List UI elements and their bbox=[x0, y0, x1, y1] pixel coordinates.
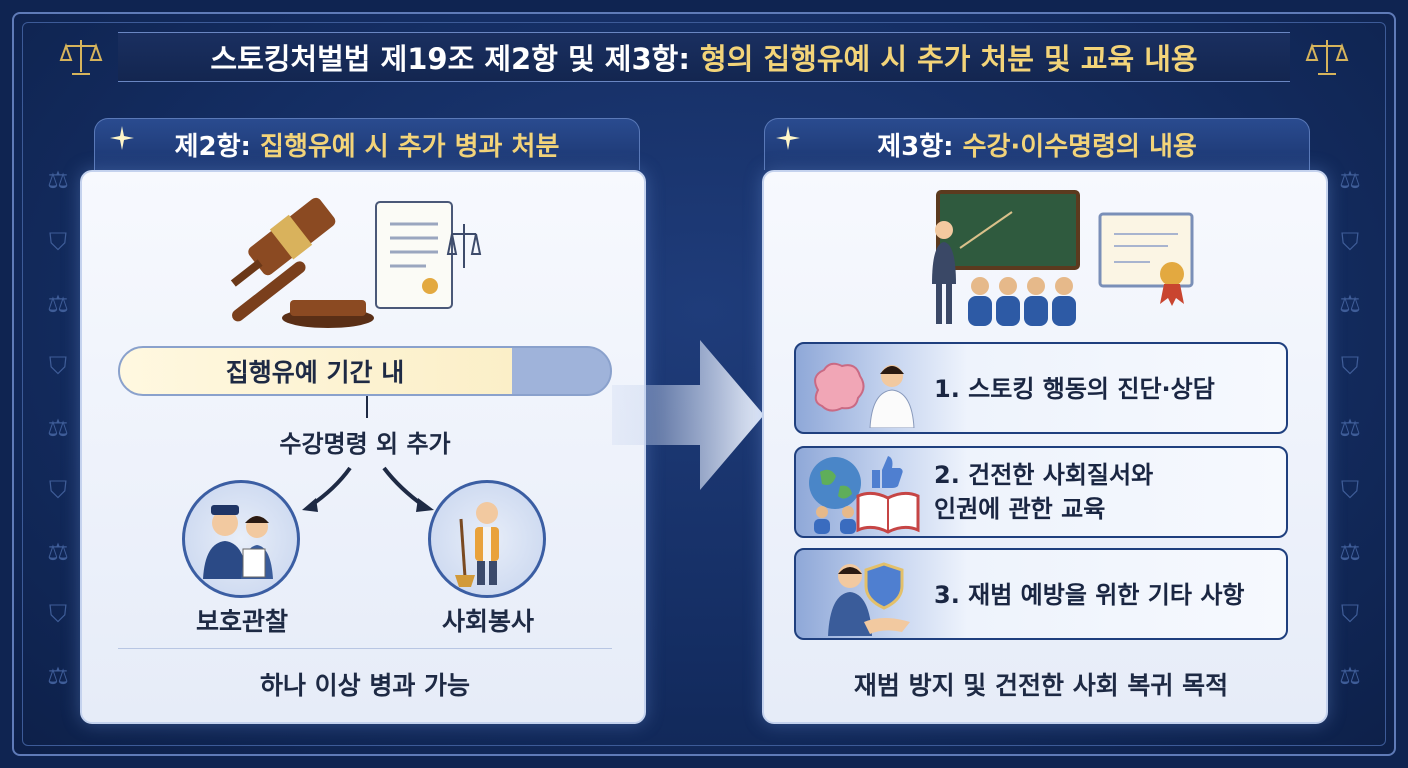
left-decoration: ⚖⛉⚖⛉⚖⛉⚖⛉⚖ bbox=[47, 166, 69, 690]
left-panel bbox=[80, 170, 646, 724]
right-panel-header: 제3항: 수강·이수명령의 내용 bbox=[764, 118, 1310, 170]
right-decoration: ⚖⛉⚖⛉⚖⛉⚖⛉⚖ bbox=[1339, 166, 1361, 690]
person-shield-icon bbox=[828, 562, 910, 636]
counselor-icon bbox=[869, 365, 915, 428]
globe-icon bbox=[809, 457, 861, 509]
thumbs-up-icon bbox=[872, 456, 903, 488]
scales-icon bbox=[1305, 40, 1349, 75]
right-header-title: 수강·이수명령의 내용 bbox=[962, 132, 1197, 162]
probation-circle bbox=[182, 480, 300, 598]
content-item-3: 3. 재범 예방을 위한 기타 사항 bbox=[794, 548, 1288, 640]
inner-frame bbox=[22, 22, 1386, 746]
scales-icon bbox=[59, 40, 103, 75]
book-icon bbox=[856, 491, 920, 534]
sparkle-icon bbox=[110, 126, 134, 150]
people-icon bbox=[814, 506, 856, 534]
certificate-icon bbox=[1098, 212, 1194, 306]
document-icon bbox=[375, 201, 482, 309]
community-service-icon bbox=[455, 502, 499, 587]
probation-label: 보호관찰 bbox=[195, 607, 288, 636]
arrow-icon bbox=[612, 340, 764, 490]
content-item-1: 1. 스토킹 행동의 진단·상담 bbox=[794, 342, 1288, 434]
item-2-text: 2. 건전한 사회질서와 인권에 관한 교육 bbox=[934, 458, 1276, 526]
connector-line bbox=[366, 396, 368, 418]
brain-icon bbox=[814, 362, 865, 412]
item-1-line1: 1. 스토킹 행동의 진단·상담 bbox=[934, 375, 1215, 403]
left-footer: 하나 이상 병과 가능 bbox=[259, 671, 471, 700]
left-header-prefix: 제2항: bbox=[174, 132, 251, 162]
gavel-icon bbox=[230, 197, 374, 328]
sparkle-icon bbox=[776, 126, 800, 150]
branch-arrows bbox=[302, 466, 434, 512]
title-part2: 형의 집행유예 시 추가 처분 및 교육 내용 bbox=[700, 42, 1198, 76]
period-label: 집행유예 기간 내 bbox=[225, 358, 405, 387]
item-1-text: 1. 스토킹 행동의 진단·상담 bbox=[934, 372, 1276, 406]
probation-officer-icon bbox=[203, 505, 273, 579]
community-service-circle bbox=[428, 480, 546, 598]
right-header-prefix: 제3항: bbox=[877, 132, 954, 162]
left-divider bbox=[118, 648, 612, 649]
right-footer: 재범 방지 및 건전한 사회 복귀 목적 bbox=[853, 671, 1229, 700]
left-header-title: 집행유예 시 추가 병과 처분 bbox=[260, 132, 560, 162]
title-part1: 스토킹처벌법 제19조 제2항 및 제3항: bbox=[210, 42, 690, 76]
title-bar: 스토킹처벌법 제19조 제2항 및 제3항: 형의 집행유예 시 추가 처분 및… bbox=[118, 32, 1290, 82]
period-bar: 집행유예 기간 내 bbox=[118, 346, 612, 396]
teacher-classroom-icon bbox=[932, 190, 1080, 326]
community-service-label: 사회봉사 bbox=[441, 607, 534, 636]
page-title: 스토킹처벌법 제19조 제2항 및 제3항: 형의 집행유예 시 추가 처분 및… bbox=[210, 36, 1197, 78]
item-3-line1: 3. 재범 예방을 위한 기타 사항 bbox=[934, 581, 1245, 609]
item-3-text: 3. 재범 예방을 위한 기타 사항 bbox=[934, 578, 1276, 612]
additional-label: 수강명령 외 추가 bbox=[279, 430, 451, 458]
left-panel-header: 제2항: 집행유예 시 추가 병과 처분 bbox=[94, 118, 640, 170]
content-item-2: 2. 건전한 사회질서와 인권에 관한 교육 bbox=[794, 446, 1288, 538]
item-2-line2: 인권에 관한 교육 bbox=[934, 495, 1106, 523]
item-2-line1: 2. 건전한 사회질서와 bbox=[934, 461, 1154, 489]
